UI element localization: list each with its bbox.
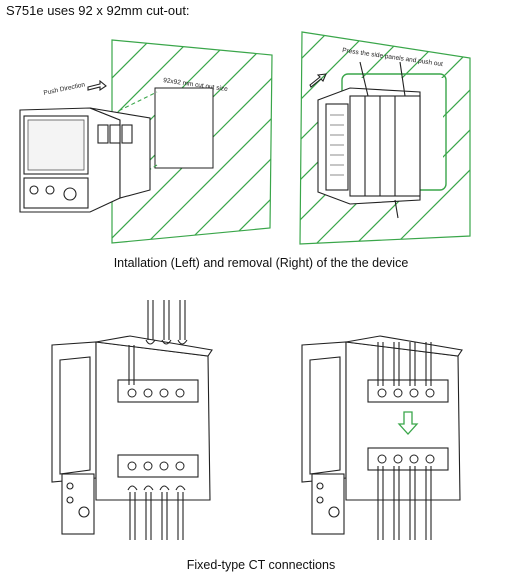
top-caption: Intallation (Left) and removal (Right) o…: [113, 256, 409, 270]
header-title: S751e uses 92 x 92mm cut-out:: [6, 3, 190, 18]
removal-instruction-label: Press the side panels and push out: [342, 47, 444, 68]
push-arrow-icon: [87, 79, 107, 92]
ct-wires-right: [377, 342, 432, 540]
ct-wires-top-left: [128, 300, 188, 385]
device-left: [19, 107, 151, 213]
bottom-caption: Fixed-type CT connections: [186, 558, 336, 572]
removal-arrow-icon: [309, 73, 327, 88]
down-arrow-icon: [397, 411, 419, 435]
ct-device-right: [301, 335, 463, 535]
device-right: [317, 61, 421, 219]
ct-wires-bottom-left: [127, 485, 186, 540]
ct-device-left: [51, 335, 213, 535]
push-direction-label: Push Direction: [43, 81, 86, 97]
